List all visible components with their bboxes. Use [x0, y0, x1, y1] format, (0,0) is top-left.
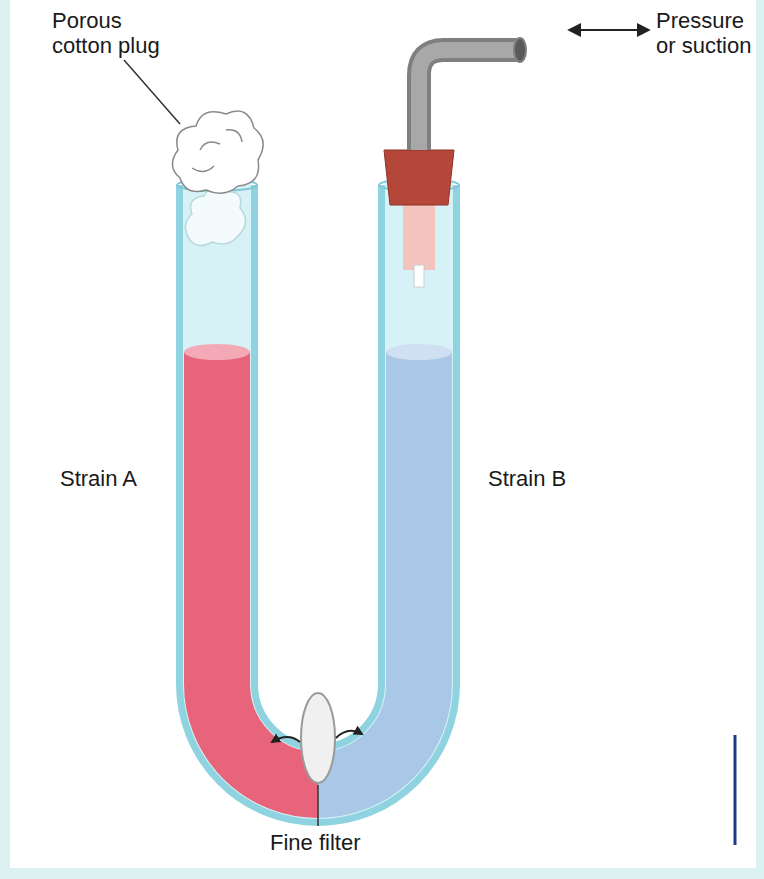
- part-label: Porous cotton plug: [52, 8, 172, 58]
- panel: [10, 0, 756, 868]
- strain-a-culture: [217, 352, 318, 785]
- flow-arrow: [336, 731, 362, 738]
- pipe-opening: [514, 38, 526, 62]
- glass-inlet: [414, 265, 424, 287]
- strain-label: Strain B: [488, 466, 598, 491]
- strain-label: Strain A: [60, 466, 170, 491]
- rubber-stopper: [384, 150, 454, 205]
- cotton-plug: [172, 111, 263, 245]
- flow-arrow: [272, 737, 300, 742]
- stopper-inner: [403, 200, 435, 270]
- leader-line: [124, 60, 180, 124]
- double-arrow: [570, 29, 648, 31]
- strain-b-culture: [318, 352, 419, 785]
- edge-mark: [734, 735, 737, 845]
- pressure-pipe: [419, 50, 518, 150]
- meniscus: [386, 344, 452, 360]
- tube-interior: [217, 183, 419, 785]
- filter-disc: [301, 693, 335, 783]
- pressure-pipe-highlight: [419, 50, 518, 150]
- part-label: Fine filter: [270, 830, 400, 855]
- meniscus: [184, 344, 250, 360]
- part-label: Pressure or suction: [656, 8, 760, 58]
- leader-line: [317, 785, 319, 826]
